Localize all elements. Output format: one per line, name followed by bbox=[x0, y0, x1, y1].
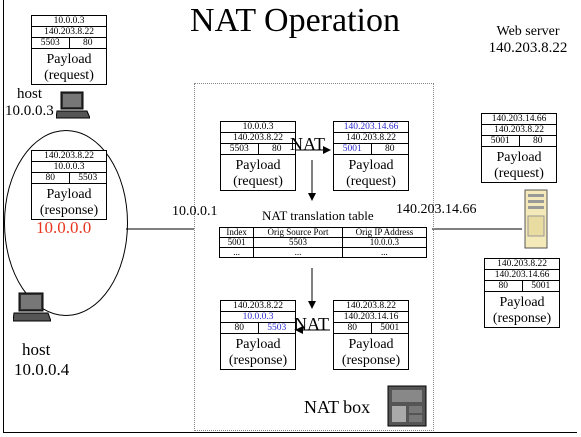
table-row: ......... bbox=[218, 247, 428, 258]
private-net-label: 10.0.0.0 bbox=[36, 218, 92, 237]
packet-src: 140.203.14.16 bbox=[334, 312, 408, 323]
packet-dst: 140.203.8.22 bbox=[221, 301, 295, 312]
nat-label-response: NAT bbox=[294, 314, 329, 334]
laptop-icon bbox=[56, 91, 90, 119]
packet-src: 140.203.14.66 bbox=[485, 270, 559, 281]
packet-src: 140.203.8.22 bbox=[334, 133, 408, 144]
nat-box-boundary bbox=[194, 83, 434, 431]
web-server-label: Web server 140.203.8.22 bbox=[488, 24, 568, 56]
packet-dst: 140.203.8.22 bbox=[334, 301, 408, 312]
packet-src: 10.0.0.3 bbox=[221, 312, 295, 323]
nat-box-label: NAT box bbox=[304, 397, 371, 417]
nat-label-request: NAT bbox=[290, 134, 325, 154]
nat-device-icon bbox=[387, 385, 427, 427]
nat-table-title: NAT translation table bbox=[262, 208, 374, 223]
packet-src: 10.0.0.3 bbox=[32, 162, 106, 173]
packet-dst: 140.203.14.66 bbox=[334, 122, 408, 133]
packet-src: 140.203.8.22 bbox=[221, 133, 295, 144]
packet-dst: 140.203.14.66 bbox=[482, 114, 556, 125]
packet-dst: 140.203.8.22 bbox=[485, 259, 559, 270]
laptop-icon bbox=[13, 292, 51, 322]
diagram-title: NAT Operation bbox=[190, 2, 400, 39]
packet-src: 140.203.8.22 bbox=[482, 125, 556, 136]
host-bottom-label: host 10.0.0.4 bbox=[14, 340, 70, 379]
private-network-ellipse bbox=[4, 130, 128, 316]
packet-dst: 140.203.8.22 bbox=[32, 151, 106, 162]
gateway-outside-ip: 140.203.14.66 bbox=[396, 202, 477, 217]
packet-dst: 10.0.0.3 bbox=[221, 122, 295, 133]
packet-src: 140.203.8.22 bbox=[32, 27, 106, 38]
gateway-inside-ip: 10.0.0.1 bbox=[172, 204, 218, 219]
host-top-label: host 10.0.0.3 bbox=[5, 86, 54, 119]
server-tower-icon bbox=[524, 189, 548, 249]
packet-dst: 10.0.0.3 bbox=[32, 16, 106, 27]
